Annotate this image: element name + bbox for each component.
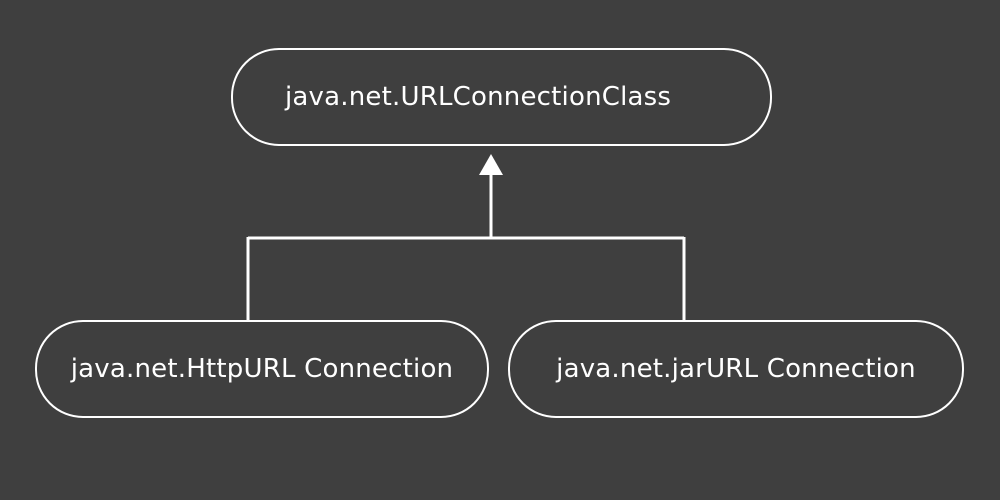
child-class-node-http: java.net.HttpURL Connection [35,320,489,418]
child-class-node-jar: java.net.jarURL Connection [508,320,964,418]
parent-class-label: java.net.URLConnectionClass [285,82,672,112]
child-class-label-jar: java.net.jarURL Connection [556,354,916,384]
child-class-label-http: java.net.HttpURL Connection [70,354,454,384]
arrow-head-icon [479,154,503,175]
parent-class-node: java.net.URLConnectionClass [231,48,772,146]
